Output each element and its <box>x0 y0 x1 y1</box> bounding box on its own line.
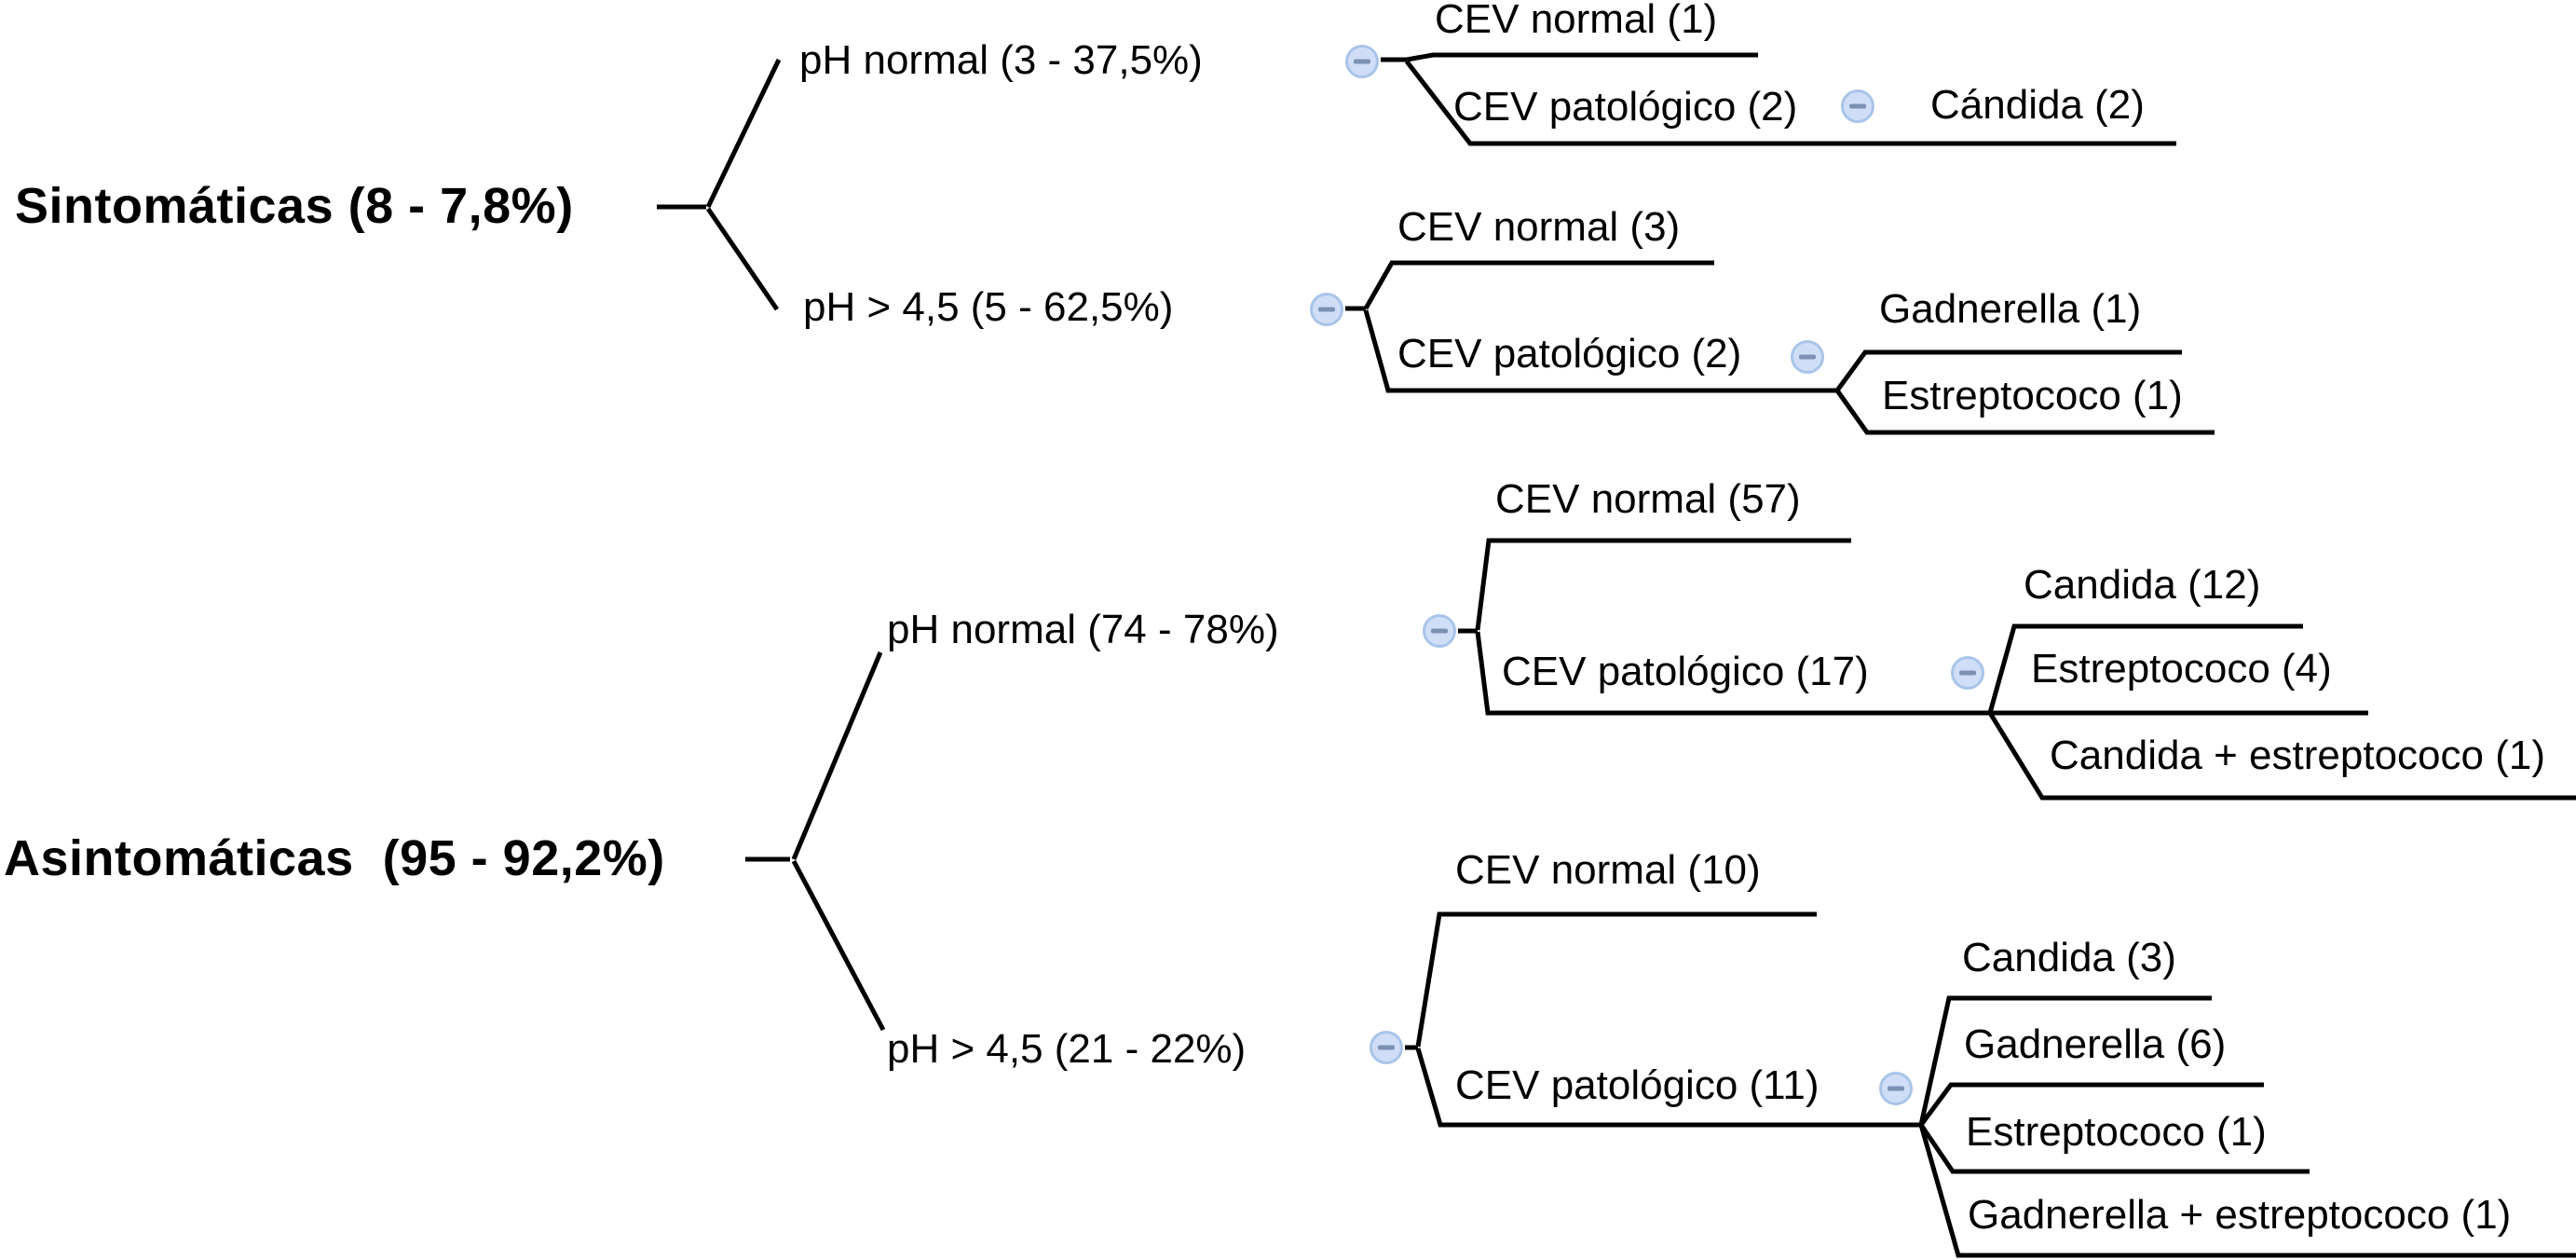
node-asin-pha-candida: Candida (3) <box>1962 935 2176 981</box>
connector <box>705 207 780 311</box>
node-asintomaticas: Asintomáticas (95 - 92,2%) <box>4 829 665 886</box>
node-asin-ph-normal: pH normal (74 - 78%) <box>887 607 1279 653</box>
node-sin-pha-cev-normal: CEV normal (3) <box>1397 204 1681 251</box>
collapse-icon[interactable] <box>1345 45 1379 78</box>
connector <box>1406 52 1758 62</box>
collapse-icon[interactable] <box>1310 293 1343 326</box>
node-asin-phn-candida-estreptococo: Candida + estreptococo (1) <box>2050 733 2545 779</box>
node-sintomaticas: Sintomáticas (8 - 7,8%) <box>15 177 574 234</box>
node-asin-phn-cev-normal: CEV normal (57) <box>1495 476 1801 523</box>
node-sin-phn-cev-patologico: CEV patológico (2) <box>1453 84 1798 130</box>
connector <box>1918 1082 2264 1127</box>
node-asin-phn-estreptococo: Estreptococo (4) <box>2031 646 2332 692</box>
connector <box>791 859 886 1032</box>
connector <box>1475 538 1851 631</box>
node-asin-pha-gadnerella-estreptococo: Gadnerella + estreptococo (1) <box>1968 1192 2512 1239</box>
node-sin-pha-gadnerella: Gadnerella (1) <box>1879 286 2142 333</box>
collapse-icon[interactable] <box>1791 340 1824 374</box>
connector <box>1363 309 1837 393</box>
connector <box>705 58 782 209</box>
node-asin-pha-gadnerella: Gadnerella (6) <box>1964 1021 2227 1068</box>
collapse-icon[interactable] <box>1423 614 1456 648</box>
collapse-icon[interactable] <box>1841 89 1874 123</box>
node-sin-pha-estreptococo: Estreptococo (1) <box>1882 373 2183 419</box>
collapse-icon[interactable] <box>1879 1072 1913 1105</box>
node-sin-pha-cev-patologico: CEV patológico (2) <box>1397 331 1742 377</box>
node-sin-ph-alto: pH > 4,5 (5 - 62,5%) <box>803 284 1174 331</box>
connector <box>1918 1124 2576 1258</box>
node-sin-ph-normal: pH normal (3 - 37,5%) <box>799 37 1203 84</box>
node-asin-ph-alto: pH > 4,5 (21 - 22%) <box>887 1026 1247 1073</box>
node-sin-phn-cev-normal: CEV normal (1) <box>1435 0 1718 43</box>
connector <box>1987 623 2303 714</box>
connector <box>1834 349 2182 392</box>
connector <box>1987 711 2576 801</box>
connector <box>1475 631 2368 716</box>
connector <box>1918 995 2212 1126</box>
connector <box>1834 389 2215 435</box>
connector <box>791 651 883 860</box>
collapse-icon[interactable] <box>1951 656 1984 690</box>
connector <box>1918 1123 2310 1174</box>
collapse-icon[interactable] <box>1370 1031 1403 1064</box>
connector <box>1415 911 1817 1048</box>
connector <box>1405 60 2176 146</box>
node-asin-phn-candida: Candida (12) <box>2024 562 2261 609</box>
node-asin-pha-cev-patologico: CEV patológico (11) <box>1455 1062 1820 1109</box>
connector <box>1363 260 1714 310</box>
node-sin-phn-candida: Cándida (2) <box>1930 82 2145 129</box>
node-asin-pha-estreptococo: Estreptococo (1) <box>1966 1109 2267 1156</box>
connector <box>1415 1048 1921 1128</box>
node-asin-pha-cev-normal: CEV normal (10) <box>1455 847 1761 894</box>
node-asin-phn-cev-patologico: CEV patológico (17) <box>1502 649 1869 695</box>
